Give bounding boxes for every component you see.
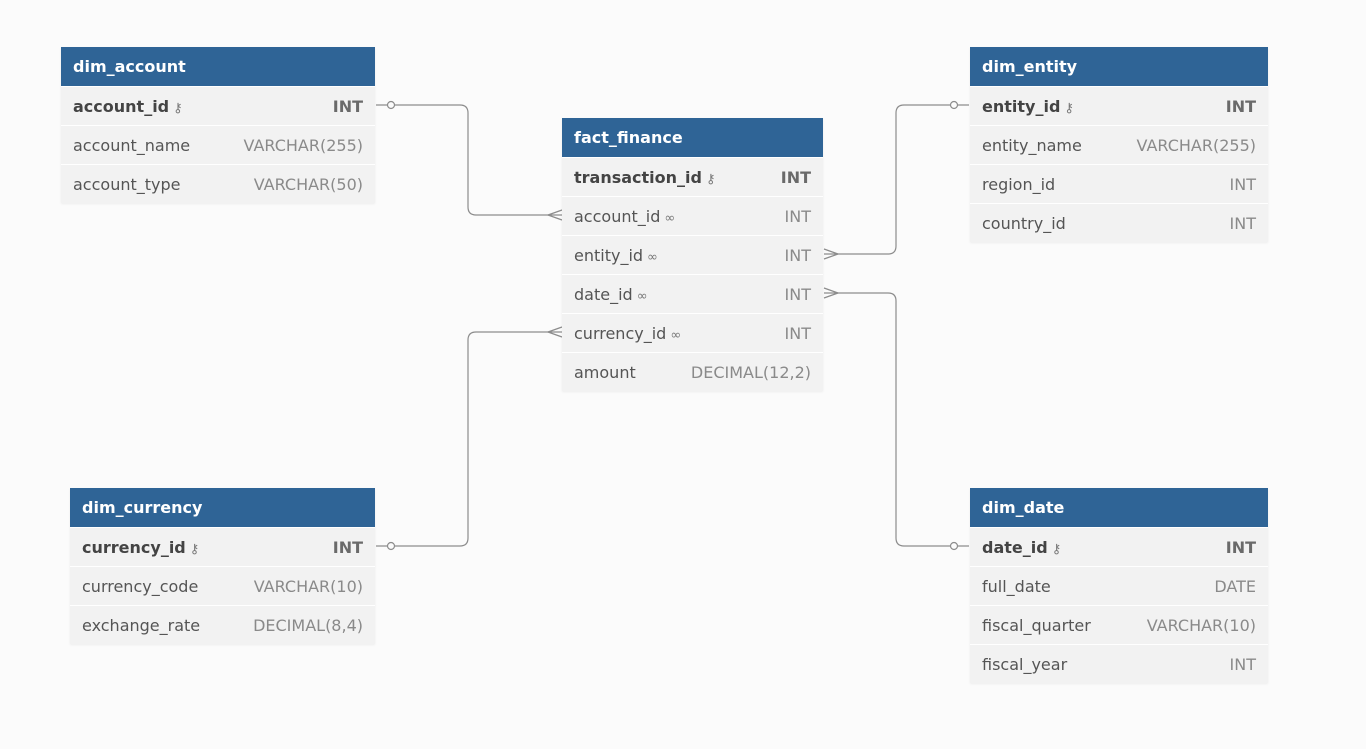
table-dim-currency[interactable]: dim_currency currency_id⚷ INT currency_c… xyxy=(70,488,375,644)
table-title[interactable]: dim_date xyxy=(970,488,1268,527)
column-row-country-id[interactable]: country_id INT xyxy=(970,203,1268,242)
column-name: account_name xyxy=(73,136,191,155)
column-name: region_id xyxy=(982,175,1056,194)
link-account[interactable] xyxy=(376,104,562,216)
column-name: full_date xyxy=(982,577,1051,596)
column-name: fiscal_quarter xyxy=(982,616,1091,635)
column-name: country_id xyxy=(982,214,1066,233)
link-icon: ∞ xyxy=(664,211,676,226)
table-title[interactable]: dim_entity xyxy=(970,47,1268,86)
key-icon: ⚷ xyxy=(189,542,200,557)
column-row-account-name[interactable]: account_name VARCHAR(255) xyxy=(61,125,375,164)
column-name: date_id xyxy=(982,538,1048,557)
column-type: VARCHAR(255) xyxy=(243,136,363,155)
column-name: currency_code xyxy=(82,577,199,596)
link-account-many-end xyxy=(547,209,563,221)
column-type: VARCHAR(10) xyxy=(1146,616,1256,635)
column-name: account_id xyxy=(574,207,661,226)
link-date[interactable] xyxy=(824,292,969,547)
column-type: INT xyxy=(332,538,363,557)
column-row-currency-id[interactable]: currency_id⚷ INT xyxy=(70,527,375,566)
column-type: DECIMAL(12,2) xyxy=(690,363,811,382)
key-icon: ⚷ xyxy=(705,172,716,187)
column-row-exchange-rate[interactable]: exchange_rate DECIMAL(8,4) xyxy=(70,605,375,644)
link-currency[interactable] xyxy=(376,331,562,547)
column-row-date-id[interactable]: date_id∞ INT xyxy=(562,274,823,313)
column-row-full-date[interactable]: full_date DATE xyxy=(970,566,1268,605)
column-row-account-id[interactable]: account_id∞ INT xyxy=(562,196,823,235)
table-title[interactable]: fact_finance xyxy=(562,118,823,157)
column-name: date_id xyxy=(574,285,633,304)
key-icon: ⚷ xyxy=(173,101,183,116)
link-date-many-end xyxy=(823,287,839,299)
column-row-entity-name[interactable]: entity_name VARCHAR(255) xyxy=(970,125,1268,164)
link-icon: ∞ xyxy=(636,289,648,304)
column-row-date-id[interactable]: date_id⚷ INT xyxy=(970,527,1268,566)
link-entity-one-end xyxy=(949,100,959,110)
table-dim-date[interactable]: dim_date date_id⚷ INT full_date DATE fis… xyxy=(970,488,1268,683)
column-name: currency_id xyxy=(574,324,667,343)
column-row-amount[interactable]: amount DECIMAL(12,2) xyxy=(562,352,823,391)
column-name: currency_id xyxy=(82,538,186,557)
table-title[interactable]: dim_account xyxy=(61,47,375,86)
column-row-account-id[interactable]: account_id⚷ INT xyxy=(61,86,375,125)
column-type: DATE xyxy=(1214,577,1256,596)
link-icon: ∞ xyxy=(647,250,658,265)
column-name: account_id xyxy=(73,97,170,116)
column-name: fiscal_year xyxy=(982,655,1068,674)
table-fact-finance[interactable]: fact_finance transaction_id⚷ INT account… xyxy=(562,118,823,391)
column-type: INT xyxy=(784,324,811,343)
table-dim-account[interactable]: dim_account account_id⚷ INT account_name… xyxy=(61,47,375,203)
column-type: INT xyxy=(1225,97,1256,116)
column-type: INT xyxy=(780,168,811,187)
link-entity[interactable] xyxy=(824,104,969,255)
column-name: transaction_id xyxy=(574,168,702,187)
column-name: account_type xyxy=(73,175,181,194)
link-currency-many-end xyxy=(547,326,563,338)
column-name: entity_id xyxy=(982,97,1061,116)
column-type: VARCHAR(255) xyxy=(1136,136,1256,155)
link-date-one-end xyxy=(949,541,959,551)
column-type: INT xyxy=(1229,214,1256,233)
column-type: VARCHAR(50) xyxy=(253,175,363,194)
column-row-currency-id[interactable]: currency_id∞ INT xyxy=(562,313,823,352)
column-type: INT xyxy=(784,246,811,265)
column-row-currency-code[interactable]: currency_code VARCHAR(10) xyxy=(70,566,375,605)
column-type: INT xyxy=(1229,655,1256,674)
column-row-entity-id[interactable]: entity_id⚷ INT xyxy=(970,86,1268,125)
column-name: exchange_rate xyxy=(82,616,201,635)
column-name: entity_name xyxy=(982,136,1082,155)
column-name: amount xyxy=(574,363,636,382)
key-icon: ⚷ xyxy=(1051,542,1062,557)
column-type: INT xyxy=(332,97,363,116)
column-row-entity-id[interactable]: entity_id∞ INT xyxy=(562,235,823,274)
column-type: INT xyxy=(784,207,811,226)
link-icon: ∞ xyxy=(670,328,682,343)
column-row-fiscal-year[interactable]: fiscal_year INT xyxy=(970,644,1268,683)
column-type: INT xyxy=(1225,538,1256,557)
column-row-transaction-id[interactable]: transaction_id⚷ INT xyxy=(562,157,823,196)
column-type: VARCHAR(10) xyxy=(253,577,363,596)
link-currency-one-end xyxy=(386,541,396,551)
table-dim-entity[interactable]: dim_entity entity_id⚷ INT entity_name VA… xyxy=(970,47,1268,242)
column-type: INT xyxy=(1229,175,1256,194)
key-icon: ⚷ xyxy=(1064,101,1074,116)
column-name: entity_id xyxy=(574,246,644,265)
column-type: DECIMAL(8,4) xyxy=(253,616,363,635)
column-row-fiscal-quarter[interactable]: fiscal_quarter VARCHAR(10) xyxy=(970,605,1268,644)
table-title[interactable]: dim_currency xyxy=(70,488,375,527)
link-account-one-end xyxy=(386,100,396,110)
column-row-region-id[interactable]: region_id INT xyxy=(970,164,1268,203)
link-entity-many-end xyxy=(823,248,839,260)
column-type: INT xyxy=(784,285,811,304)
column-row-account-type[interactable]: account_type VARCHAR(50) xyxy=(61,164,375,203)
